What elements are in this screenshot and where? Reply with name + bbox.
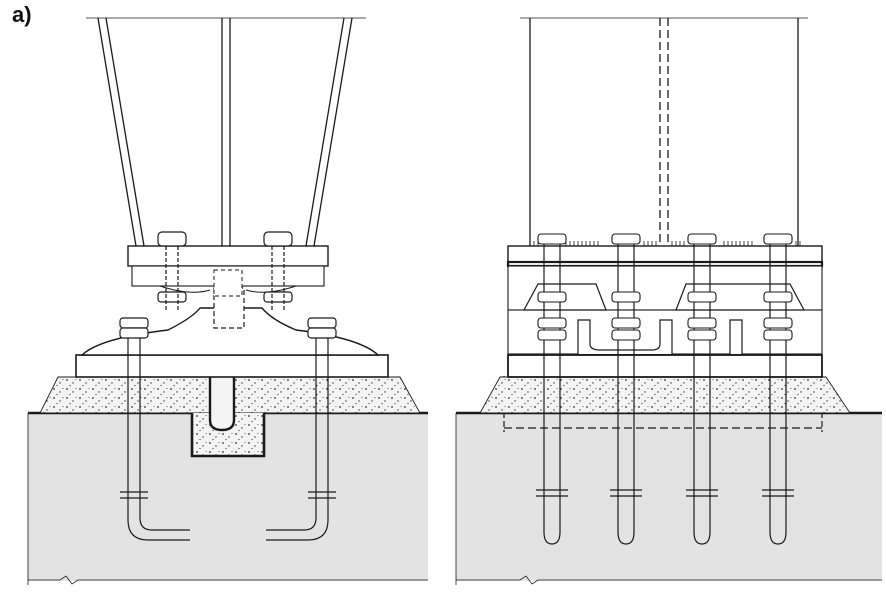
left-column-flanges [86, 17, 366, 247]
left-view [27, 17, 428, 585]
right-plates [506, 245, 824, 378]
right-column [520, 17, 808, 246]
left-base-plate [75, 287, 389, 378]
right-grout-bed [479, 376, 851, 414]
left-shear-key-pocket [190, 377, 266, 458]
right-anchor-bolts [536, 236, 794, 545]
right-view [455, 17, 882, 585]
left-seat-plate [127, 245, 329, 297]
right-foundation [455, 376, 882, 585]
left-anchor-bolts [120, 330, 336, 541]
panel-label: a) [12, 2, 32, 27]
right-weld-marks [529, 241, 801, 246]
left-nuts [119, 231, 337, 339]
right-nuts [537, 233, 793, 341]
